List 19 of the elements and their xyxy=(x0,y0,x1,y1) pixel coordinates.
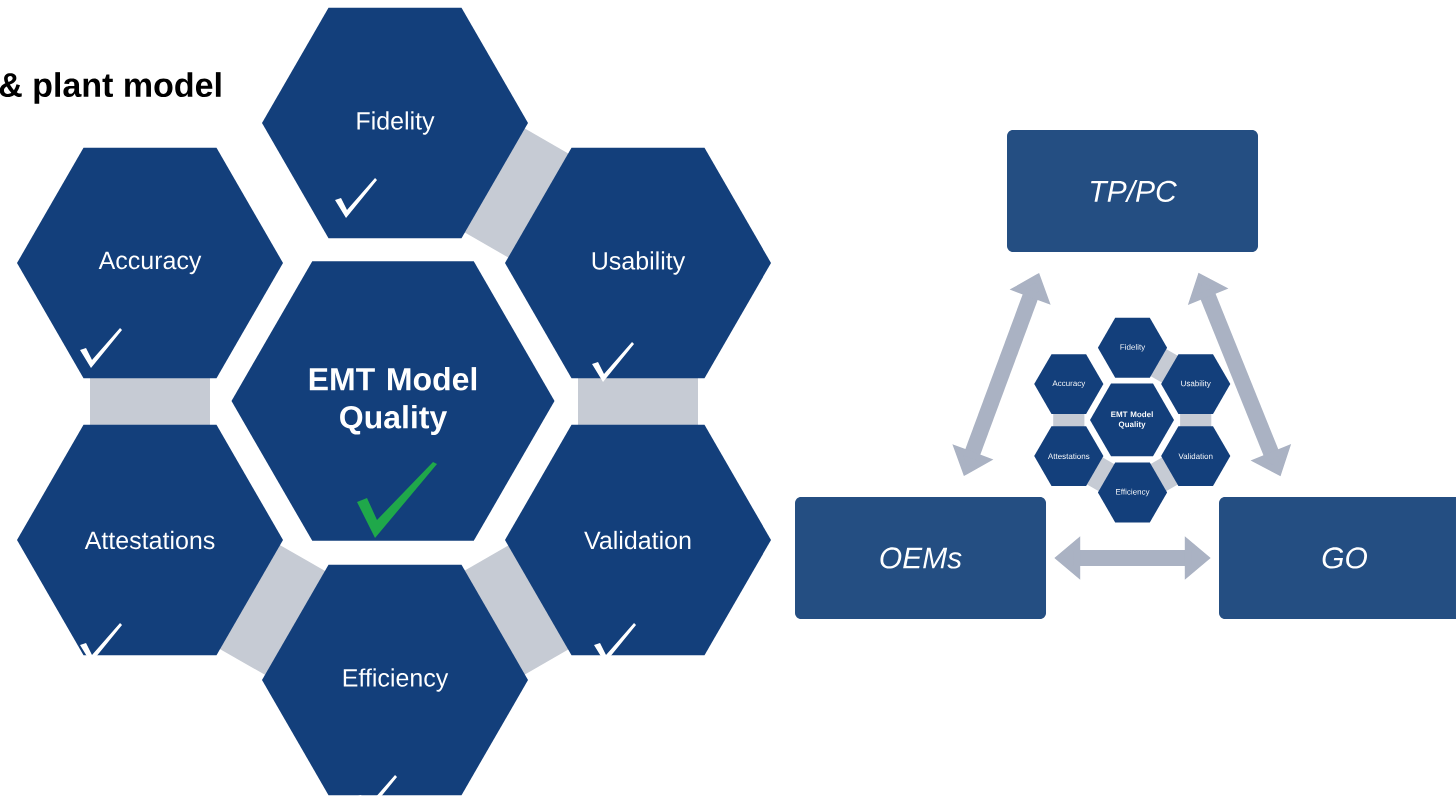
node-label: EMT Model Quality xyxy=(309,367,477,435)
hexagon: EMT Model Quality xyxy=(231,261,555,541)
rounded-box: GO xyxy=(1219,497,1456,619)
hexagon: Accuracy xyxy=(1034,354,1104,415)
hexagon: Attestations xyxy=(17,424,283,663)
node-label: EMT Model Quality xyxy=(1111,411,1153,429)
hexagon: EMT Model Quality xyxy=(1090,383,1174,457)
rounded-box: TP/PC xyxy=(1007,130,1258,252)
hexagon: Fidelity xyxy=(262,7,528,239)
hexagon: Fidelity xyxy=(1097,317,1168,378)
rounded-box: OEMs xyxy=(795,497,1046,619)
hexagon: Validation xyxy=(505,424,771,663)
hexagon: Validation xyxy=(1161,426,1231,487)
hexagon: Accuracy xyxy=(17,147,283,379)
hexagon: Usability xyxy=(1161,354,1231,415)
title: & plant model xyxy=(0,72,221,104)
hexagon: Usability xyxy=(505,147,771,382)
hexagon: Attestations xyxy=(1034,426,1104,487)
hexagon: Efficiency xyxy=(1097,462,1168,523)
